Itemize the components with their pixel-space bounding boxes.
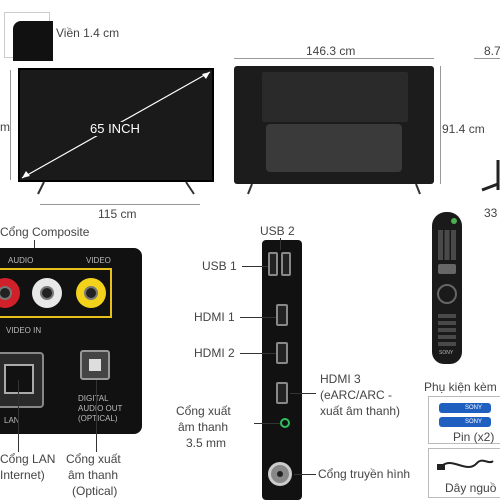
front-width-line <box>40 204 200 205</box>
bezel-label: Viền 1.4 cm <box>56 26 120 40</box>
print-video-in: VIDEO IN <box>6 326 42 335</box>
side-depth-line <box>474 58 500 59</box>
hdmi3-label-2: (eARC/ARC - <box>320 388 393 402</box>
battery-1 <box>439 403 491 413</box>
remote-dpad <box>437 284 457 304</box>
screen-size-label: 65 INCH <box>88 121 142 136</box>
hdmi3-callout <box>290 393 316 394</box>
hdmi2-port <box>276 342 288 364</box>
lan-port <box>0 352 44 408</box>
optical-label-3: (Optical) <box>72 484 118 498</box>
remote-brand: SONY <box>439 350 454 356</box>
usb2-label: USB 2 <box>260 224 295 238</box>
rca-red-port <box>0 278 20 308</box>
audio35-callout <box>254 423 280 424</box>
hdmi3-label-3: xuất âm thanh) <box>320 404 401 418</box>
print-video: VIDEO <box>86 256 111 265</box>
battery-2-brand: SONY <box>465 419 483 425</box>
lan-callout-line <box>18 380 19 452</box>
usb2-port <box>281 252 291 276</box>
audio35-label-1: Cổng xuất <box>176 404 231 418</box>
remote-app-buttons <box>438 264 456 274</box>
front-stand <box>37 181 195 195</box>
antenna-callout <box>294 474 316 475</box>
rca-white-port <box>32 278 62 308</box>
audio35-label-2: âm thanh <box>178 420 229 434</box>
back-height-line <box>440 66 441 184</box>
usb2-callout <box>280 238 281 250</box>
antenna-label: Cổng truyền hình <box>318 467 411 481</box>
battery-1-brand: SONY <box>465 405 483 411</box>
back-stand <box>247 183 421 195</box>
lan-label: Cổng LAN <box>0 452 56 466</box>
back-height-label: 91.4 cm <box>442 122 485 136</box>
antenna-pin <box>277 471 283 477</box>
print-audio: AUDIO <box>8 256 34 265</box>
antenna-port <box>268 462 292 486</box>
usb1-port <box>268 252 278 276</box>
bezel-inset <box>4 12 53 61</box>
hdmi1-label: HDMI 1 <box>194 310 235 324</box>
front-width-label: 115 cm <box>98 207 137 221</box>
audio35-port <box>280 418 290 428</box>
remote-power-button <box>451 218 457 224</box>
side-view-stand <box>481 160 500 192</box>
accessories-title: Phụ kiện kèm <box>424 380 497 394</box>
power-cable <box>437 459 494 470</box>
hdmi1-port <box>276 304 288 326</box>
optical-label-2: âm thanh <box>68 468 119 482</box>
optical-label-1: Cổng xuất <box>66 452 121 466</box>
back-width-line <box>234 58 434 59</box>
remote-lower-buttons <box>438 312 456 346</box>
audio35-label-3: 3.5 mm <box>186 436 227 450</box>
optical-port <box>80 350 110 380</box>
hdmi3-label-1: HDMI 3 <box>320 372 361 386</box>
usb1-callout <box>242 266 268 267</box>
hdmi2-callout <box>240 353 276 354</box>
composite-callout-box <box>0 268 112 318</box>
print-digital: DIGITAL <box>78 394 109 403</box>
hdmi3-port <box>276 382 288 404</box>
usb1-label: USB 1 <box>202 259 237 273</box>
hdmi2-label: HDMI 2 <box>194 346 235 360</box>
cable-label: Dây nguồ <box>445 481 497 495</box>
side-depth-label: 8.7 <box>484 44 500 58</box>
print-optical: (OPTICAL) <box>78 414 118 423</box>
print-lan: LAN <box>4 416 20 425</box>
print-audio-out: AUDIO OUT <box>78 404 123 413</box>
composite-title: Cổng Composite <box>0 225 90 239</box>
cable-box: Dây nguồ <box>428 448 500 498</box>
rca-yellow-port <box>76 278 106 308</box>
optical-callout-line <box>96 380 97 452</box>
battery-label: Pin (x2) <box>453 430 495 444</box>
battery-2 <box>439 417 491 427</box>
back-tv-mount <box>266 124 402 172</box>
stand-depth-label: 33 <box>484 206 498 220</box>
front-height-line <box>10 70 11 180</box>
side-port-panel <box>262 240 302 500</box>
hdmi1-callout <box>240 317 276 318</box>
front-height-label: m <box>0 120 10 134</box>
composite-callout-line <box>34 240 35 252</box>
lan-label-2: Internet) <box>0 468 45 482</box>
bezel-corner <box>13 21 53 61</box>
back-width-label: 146.3 cm <box>306 44 356 58</box>
back-tv-panel <box>262 72 408 122</box>
lan-jack <box>4 364 34 394</box>
battery-box: SONY SONY Pin (x2) <box>428 396 500 444</box>
remote-control: SONY <box>432 212 462 364</box>
remote-button-grid <box>438 230 456 260</box>
optical-jack <box>89 359 101 371</box>
